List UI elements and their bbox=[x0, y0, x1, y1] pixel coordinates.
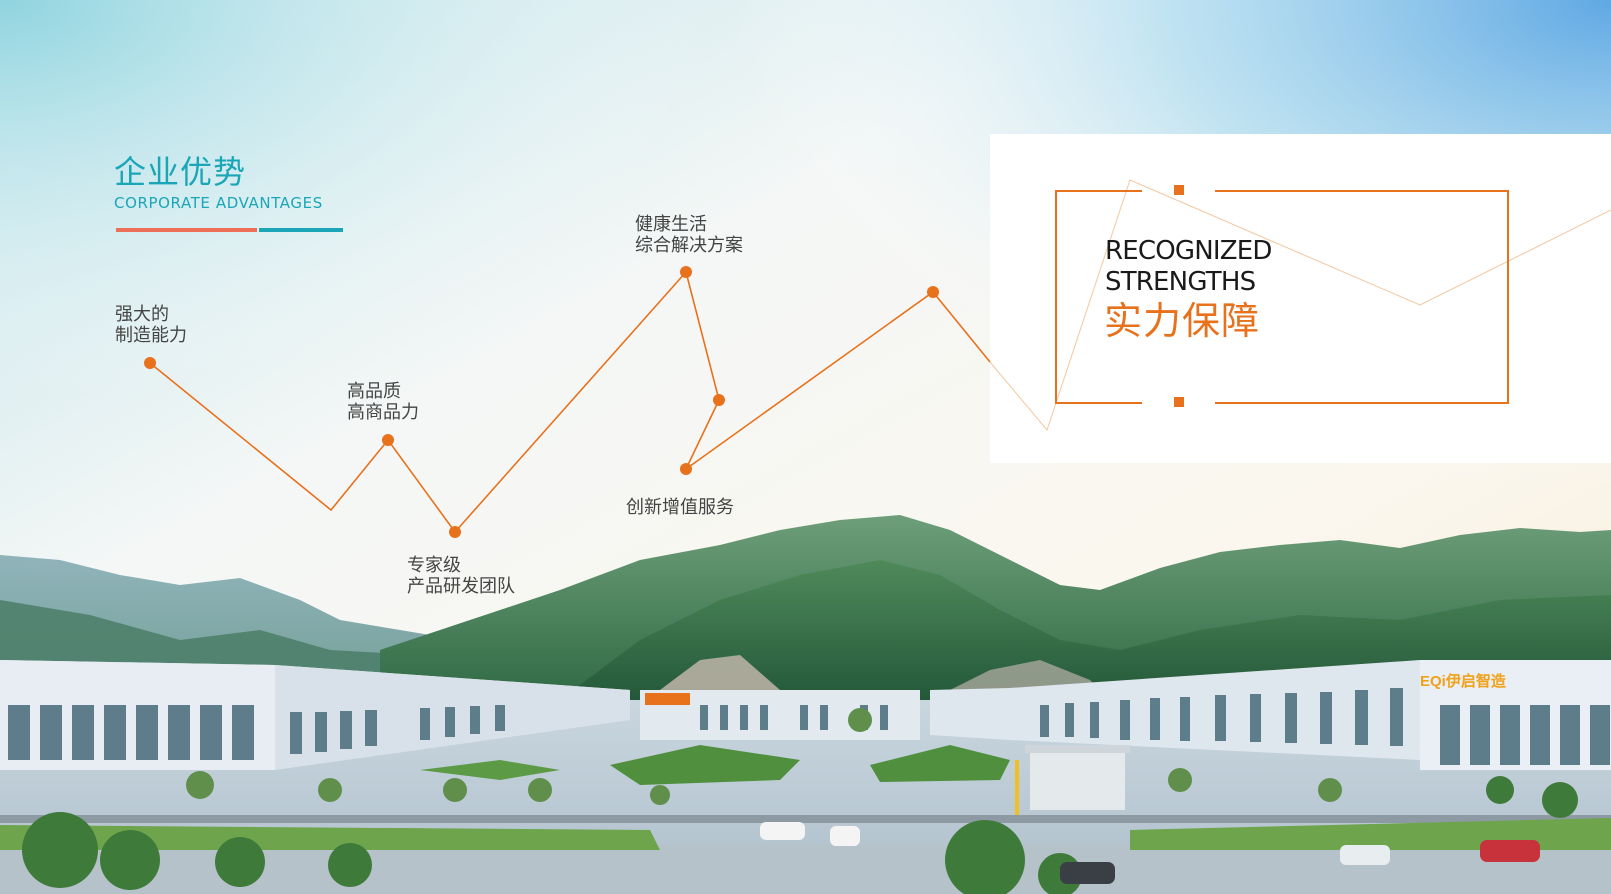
advantage-label-line: 强大的 bbox=[115, 304, 169, 325]
advantage-label: 健康生活 综合解决方案 bbox=[635, 214, 743, 256]
frame-bottom-marker bbox=[1174, 397, 1184, 407]
strengths-frame bbox=[1055, 185, 1509, 407]
frame-top-right bbox=[1215, 190, 1509, 192]
advantage-label-line: 创新增值服务 bbox=[626, 497, 734, 518]
timeline-dot bbox=[680, 463, 692, 475]
advantage-label-line: 产品研发团队 bbox=[407, 576, 515, 597]
advantage-label: 高品质 高商品力 bbox=[347, 381, 419, 423]
advantage-label: 创新增值服务 bbox=[626, 497, 734, 518]
advantage-label-line: 高品质 bbox=[347, 381, 401, 402]
advantage-label: 专家级 产品研发团队 bbox=[407, 555, 515, 597]
panel-english-line: RECOGNIZED bbox=[1105, 236, 1272, 266]
timeline-dot bbox=[144, 357, 156, 369]
advantage-label-line: 制造能力 bbox=[115, 325, 187, 346]
section-title: 企业优势 CORPORATE ADVANTAGES bbox=[114, 152, 323, 212]
advantage-label: 强大的 制造能力 bbox=[115, 304, 187, 346]
advantage-label-line: 高商品力 bbox=[347, 402, 419, 423]
timeline-dot bbox=[927, 286, 939, 298]
title-underline-teal bbox=[259, 228, 343, 232]
frame-bottom-right bbox=[1215, 402, 1509, 404]
frame-top-marker bbox=[1174, 185, 1184, 195]
timeline-faint-line bbox=[989, 179, 1611, 432]
advantage-label-line: 综合解决方案 bbox=[635, 235, 743, 256]
advantage-label-line: 健康生活 bbox=[635, 214, 707, 235]
timeline-dot bbox=[680, 266, 692, 278]
timeline-line bbox=[149, 270, 991, 534]
timeline-dot bbox=[713, 394, 725, 406]
factory-sign: EQi伊启智造 bbox=[1420, 672, 1506, 690]
timeline-dot bbox=[382, 434, 394, 446]
title-underline-coral bbox=[116, 228, 257, 232]
timeline-dot bbox=[449, 526, 461, 538]
title-underline bbox=[116, 228, 343, 232]
panel-chinese-title: 实力保障 bbox=[1104, 299, 1261, 343]
frame-bottom-left bbox=[1055, 402, 1142, 404]
frame-top-left bbox=[1055, 190, 1142, 192]
title-chinese: 企业优势 bbox=[114, 153, 247, 191]
title-english: CORPORATE ADVANTAGES bbox=[114, 194, 323, 212]
panel-english-title: RECOGNIZED STRENGTHS bbox=[1105, 236, 1272, 298]
panel-english-line: STRENGTHS bbox=[1105, 267, 1256, 297]
frame-left bbox=[1055, 190, 1057, 403]
advantage-label-line: 专家级 bbox=[407, 555, 461, 576]
frame-right bbox=[1507, 190, 1509, 403]
